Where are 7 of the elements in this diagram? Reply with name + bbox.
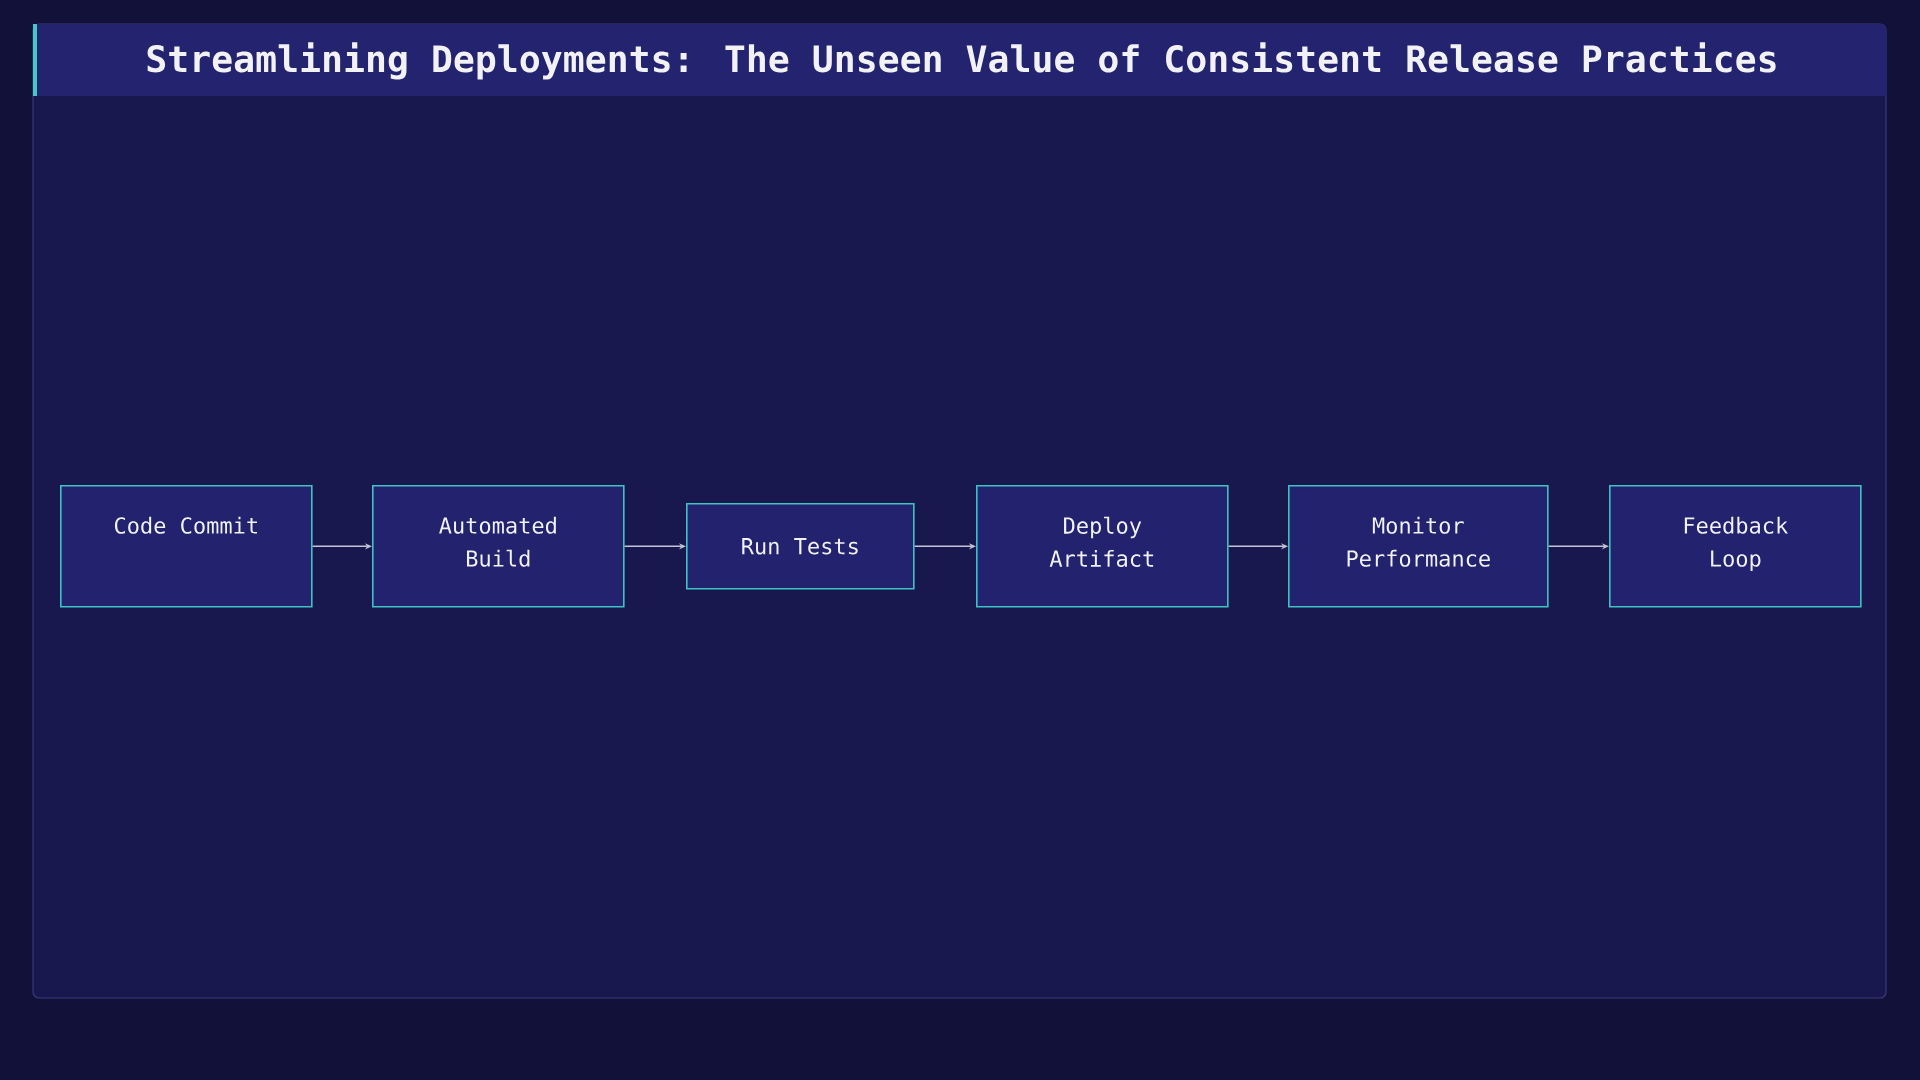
process-box: Run Tests — [686, 503, 915, 590]
process-box: Feedback Loop — [1609, 485, 1862, 608]
process-box: Automated Build — [372, 485, 625, 608]
process-box: Monitor Performance — [1288, 485, 1549, 608]
process-box: Code Commit — [60, 485, 313, 608]
process-box: Deploy Artifact — [976, 485, 1229, 608]
title-banner: Streamlining Deployments: The Unseen Value of Consistent Release Practices — [33, 24, 1886, 96]
